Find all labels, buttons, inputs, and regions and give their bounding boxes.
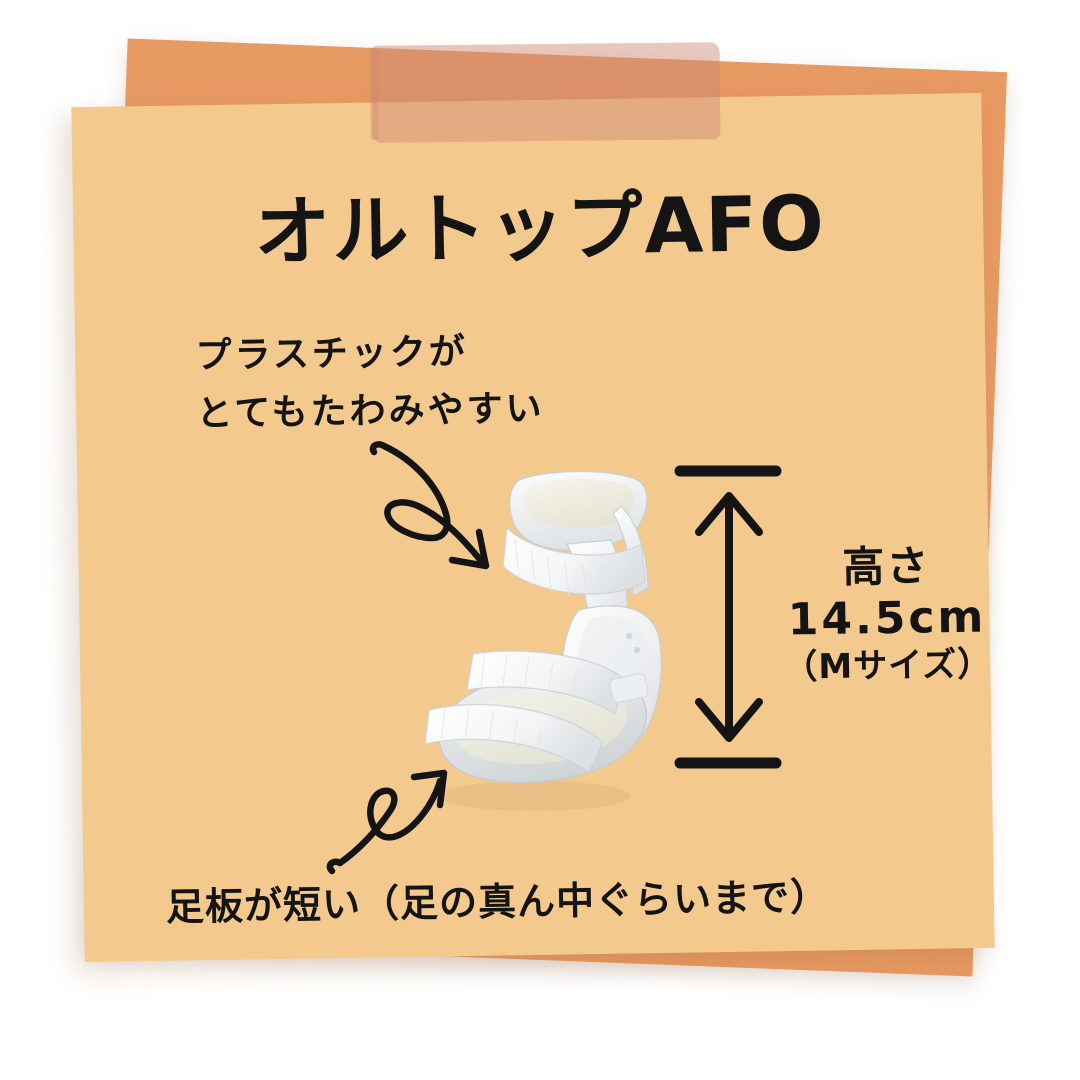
height-measurement-label: 高さ 14.5cm （Mサイズ）: [771, 540, 1003, 690]
page-title: オルトップAFO: [253, 178, 827, 277]
curly-arrow-up-right-icon: [326, 769, 448, 875]
washi-tape-strip: [371, 42, 721, 143]
footplate-length-note: 足板が短い（足の真ん中ぐらいまで）: [165, 874, 830, 930]
plastic-note-line1: プラスチックが: [195, 331, 469, 377]
curly-arrow-down-right-icon: [369, 441, 490, 570]
height-value: 14.5cm: [787, 590, 987, 646]
plastic-flexibility-note: プラスチックが とてもたわみやすい: [195, 322, 545, 444]
height-size-note: （Mサイズ）: [783, 644, 993, 688]
ankle-foot-orthosis-image: [424, 470, 662, 811]
height-dimension-bracket: [674, 465, 782, 769]
height-label: 高さ: [841, 541, 931, 592]
